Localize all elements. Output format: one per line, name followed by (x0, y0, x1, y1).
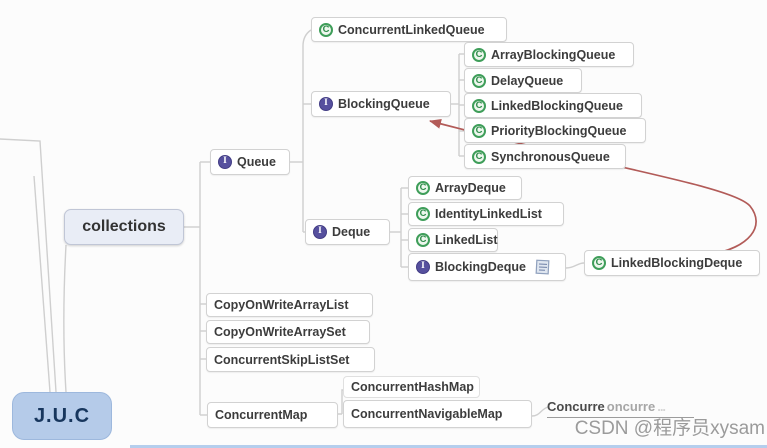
node-label: PriorityBlockingQueue (491, 123, 627, 138)
node-label: ArrayDeque (435, 181, 506, 195)
node-label: CopyOnWriteArraySet (214, 325, 346, 339)
class-icon: C (416, 207, 430, 221)
class-icon: C (472, 123, 486, 138)
class-icon: C (592, 256, 606, 270)
node-label: ConcurrentNavigableMap (351, 407, 503, 421)
node-delay-queue[interactable]: C DelayQueue (464, 68, 582, 93)
node-concurrent-navigable-map[interactable]: ConcurrentNavigableMap (343, 400, 532, 428)
node-label: BlockingQueue (338, 97, 430, 111)
node-linked-list[interactable]: C LinkedList (408, 228, 498, 252)
node-label: Deque (332, 225, 371, 239)
node-label: BlockingDeque (435, 260, 526, 274)
truncated-label-faint: ... (657, 399, 666, 414)
node-collections[interactable]: collections (64, 209, 184, 245)
node-concurrent-skip-list-set[interactable]: ConcurrentSkipListSet (206, 347, 375, 372)
class-icon: C (472, 73, 486, 88)
node-synchronous-queue[interactable]: C SynchronousQueue (464, 144, 626, 169)
node-label: ConcurrentHashMap (351, 380, 474, 394)
node-deque[interactable]: I Deque (305, 219, 390, 245)
interface-icon: I (218, 155, 232, 169)
class-icon: C (472, 47, 486, 62)
node-priority-blocking-queue[interactable]: C PriorityBlockingQueue (464, 118, 646, 143)
node-label: CopyOnWriteArrayList (214, 298, 349, 312)
node-concurrent-hash-map[interactable]: ConcurrentHashMap (343, 376, 480, 398)
node-linked-blocking-deque[interactable]: C LinkedBlockingDeque (584, 250, 760, 276)
node-label: DelayQueue (491, 73, 564, 88)
csdn-watermark: CSDN @程序员xysam (574, 418, 765, 439)
node-linked-blocking-queue[interactable]: C LinkedBlockingQueue (464, 93, 642, 118)
node-label: ConcurrentSkipListSet (214, 352, 350, 367)
note-icon (535, 259, 550, 275)
node-label: LinkedList (435, 233, 498, 247)
class-icon: C (319, 22, 333, 37)
node-label: ConcurrentLinkedQueue (338, 22, 485, 37)
node-blocking-queue[interactable]: I BlockingQueue (311, 91, 451, 117)
node-label: collections (82, 218, 166, 235)
bottom-edge-line (130, 445, 767, 448)
node-label: ArrayBlockingQueue (491, 47, 616, 62)
class-icon: C (416, 233, 430, 247)
class-icon: C (472, 149, 486, 164)
class-icon: C (416, 181, 430, 195)
node-label: LinkedBlockingDeque (611, 256, 743, 270)
node-copy-on-write-array-set[interactable]: CopyOnWriteArraySet (206, 320, 370, 344)
truncated-label-strong: Concurre (547, 399, 605, 414)
node-copy-on-write-array-list[interactable]: CopyOnWriteArrayList (206, 293, 373, 317)
node-queue[interactable]: I Queue (210, 149, 290, 175)
node-concurrent-map[interactable]: ConcurrentMap (207, 402, 338, 428)
node-array-deque[interactable]: C ArrayDeque (408, 176, 522, 200)
node-label: SynchronousQueue (491, 149, 610, 164)
class-icon: C (472, 98, 486, 113)
truncated-node-underline (547, 417, 694, 418)
node-identity-linked-list[interactable]: C IdentityLinkedList (408, 202, 564, 226)
node-concurrent-linked-queue[interactable]: C ConcurrentLinkedQueue (311, 17, 507, 42)
node-label: LinkedBlockingQueue (491, 98, 623, 113)
node-juc-root[interactable]: J.U.C (12, 392, 112, 440)
interface-icon: I (313, 225, 327, 239)
interface-icon: I (319, 97, 333, 111)
node-label: IdentityLinkedList (435, 207, 542, 221)
node-label: J.U.C (33, 404, 91, 427)
node-label: ConcurrentMap (215, 408, 308, 422)
node-label: Queue (237, 155, 276, 169)
truncated-label-faded: oncurre (606, 399, 656, 414)
node-blocking-deque[interactable]: I BlockingDeque (408, 253, 566, 281)
interface-icon: I (416, 260, 430, 274)
node-array-blocking-queue[interactable]: C ArrayBlockingQueue (464, 42, 634, 67)
